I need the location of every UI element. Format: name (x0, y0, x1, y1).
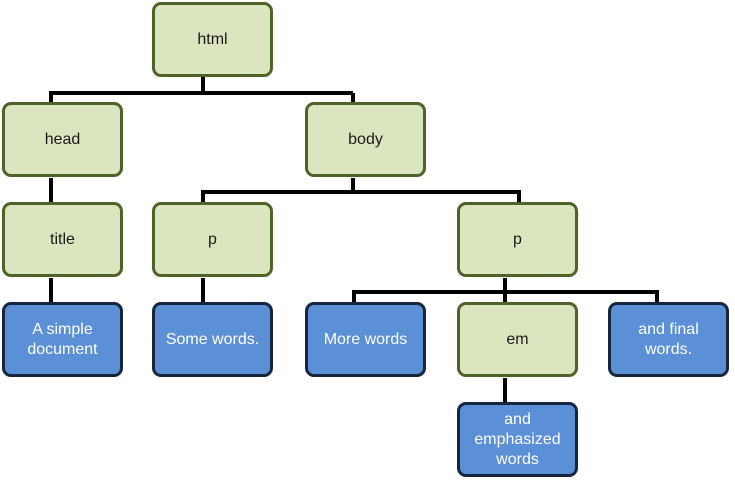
node-text-emphasized: and emphasized words (457, 402, 578, 477)
node-text-some-words: Some words. (152, 302, 273, 377)
node-p-second: p (457, 202, 578, 277)
node-html: html (152, 2, 273, 77)
node-p-first: p (152, 202, 273, 277)
node-text-final-words: and final words. (608, 302, 729, 377)
node-title: title (2, 202, 123, 277)
node-text-more-words: More words (305, 302, 426, 377)
node-body: body (305, 102, 426, 177)
node-em: em (457, 302, 578, 377)
node-head: head (2, 102, 123, 177)
node-text-title: A simple document (2, 302, 123, 377)
